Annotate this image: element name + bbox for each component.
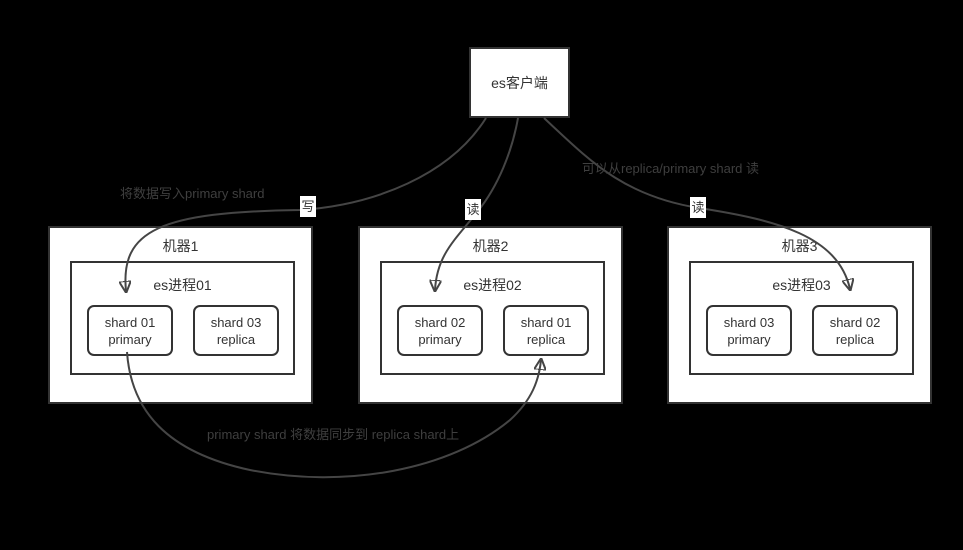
sync-note: primary shard 将数据同步到 replica shard上 [207,427,460,442]
shard-name: shard 02 [829,314,881,330]
shard-role: primary [727,331,771,347]
shard-name: shard 01 [104,314,156,330]
machine-1-title: 机器1 [162,238,199,254]
read-edge-label-primary: 读 [465,199,481,220]
write-edge-label: 写 [300,196,316,217]
shard-role: primary [418,331,462,347]
shard-role: primary [108,331,152,347]
es-process-01-node: es进程01 shard 01 primary shard 03 replica [70,261,295,375]
machine-3-title: 机器3 [781,238,818,254]
shard-01-replica-node: shard 01 replica [503,305,589,356]
es-process-01-title: es进程01 [153,277,212,293]
shard-name: shard 02 [414,314,466,330]
es-process-03-title: es进程03 [772,277,831,293]
machine-2-title: 机器2 [472,238,509,254]
es-process-03-node: es进程03 shard 03 primary shard 02 replica [689,261,914,375]
es-client-node: es客户端 [469,47,570,118]
shard-name: shard 03 [723,314,775,330]
write-note: 将数据写入primary shard [120,186,265,201]
shard-03-primary-node: shard 03 primary [706,305,792,356]
shard-01-primary-node: shard 01 primary [87,305,173,356]
es-process-02-node: es进程02 shard 02 primary shard 01 replica [380,261,605,375]
shard-role: replica [835,331,875,347]
shard-02-replica-node: shard 02 replica [812,305,898,356]
es-process-02-title: es进程02 [463,277,522,293]
machine-3-node: 机器3 es进程03 shard 03 primary shard 02 rep… [667,226,932,404]
read-edge-label-replica: 读 [690,197,706,218]
shard-03-replica-node: shard 03 replica [193,305,279,356]
machine-2-node: 机器2 es进程02 shard 02 primary shard 01 rep… [358,226,623,404]
shard-role: replica [216,331,256,347]
shard-name: shard 03 [210,314,262,330]
shard-02-primary-node: shard 02 primary [397,305,483,356]
shard-name: shard 01 [520,314,572,330]
shard-role: replica [526,331,566,347]
machine-1-node: 机器1 es进程01 shard 01 primary shard 03 rep… [48,226,313,404]
es-client-label: es客户端 [491,74,548,91]
read-note: 可以从replica/primary shard 读 [582,161,759,176]
